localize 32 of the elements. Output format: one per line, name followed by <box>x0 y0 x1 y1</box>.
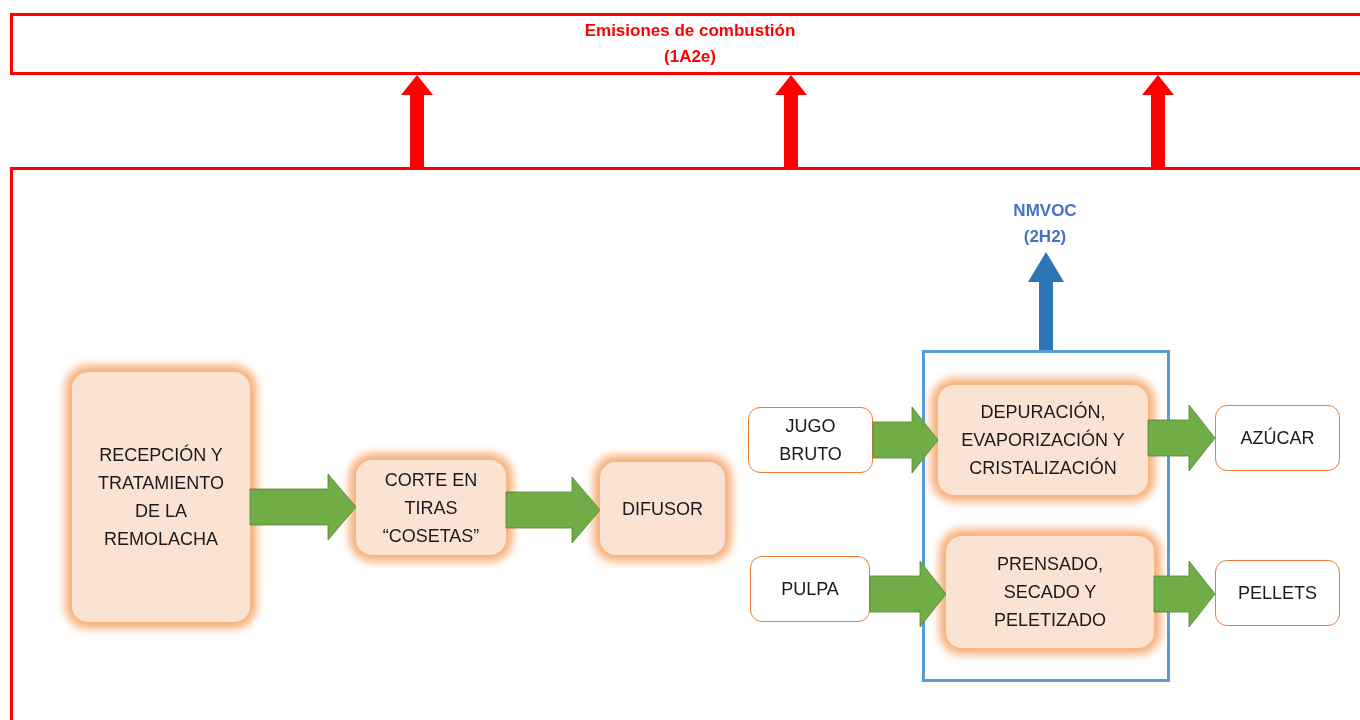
process-group-box <box>922 350 1170 682</box>
process-label: AZÚCAR <box>1240 426 1315 450</box>
product-box <box>748 407 873 473</box>
block-arrow <box>1142 75 1174 167</box>
process-box <box>356 460 506 555</box>
process-box <box>938 385 1148 495</box>
process-label: CORTE EN TIRAS “COSETAS” <box>381 468 481 548</box>
process-label: PELLETS <box>1237 582 1317 605</box>
block-arrow <box>249 473 357 541</box>
product-box <box>1215 405 1340 471</box>
block-arrow <box>1028 252 1064 350</box>
product-box <box>750 556 870 622</box>
process-label: RECEPCIÓN Y TRATAMIENTO DE LA REMOLACHA <box>97 443 225 551</box>
block-arrow <box>505 476 601 544</box>
block-arrow <box>869 560 947 628</box>
process-box <box>72 372 250 622</box>
process-label: JUGO BRUTO <box>778 415 843 466</box>
process-box <box>600 462 725 555</box>
emissions-band <box>10 13 1360 75</box>
block-arrow <box>775 75 807 167</box>
process-label: PULPA <box>781 578 839 601</box>
emission-label: NMVOC (2H2) <box>1012 200 1078 248</box>
product-box <box>1215 560 1340 626</box>
emission-label: Emisiones de combustión (1A2e) <box>583 20 797 68</box>
block-arrow <box>1147 404 1216 472</box>
process-box <box>946 536 1154 648</box>
process-label: DEPURACIÓN, EVAPORIZACIÓN Y CRISTALIZACIÓN <box>960 400 1126 480</box>
process-label: DIFUSOR <box>622 497 703 521</box>
block-arrow <box>872 406 939 474</box>
block-arrow <box>401 75 433 167</box>
block-arrow <box>1153 560 1216 628</box>
process-label: PRENSADO, SECADO Y PELETIZADO <box>993 553 1107 632</box>
